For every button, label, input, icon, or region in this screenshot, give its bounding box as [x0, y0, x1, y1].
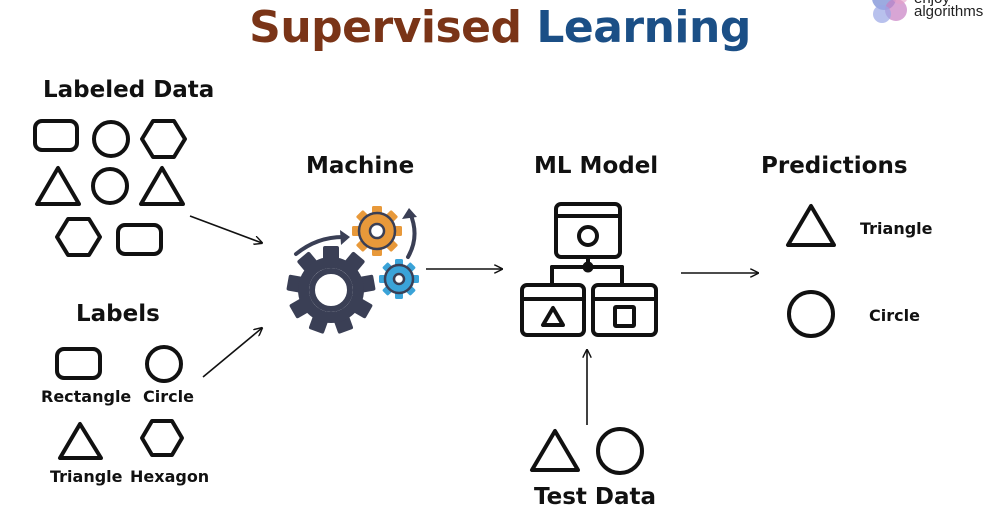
hexagon-icon	[140, 119, 187, 159]
triangle-icon	[58, 422, 103, 460]
ml-model-icon	[520, 202, 658, 337]
logo-mark-icon	[872, 0, 907, 23]
prediction-circle-label: Circle	[869, 306, 920, 325]
triangle-icon	[139, 166, 185, 206]
circle-icon	[92, 120, 130, 158]
rectangle-icon	[116, 223, 163, 256]
labeled-data-heading: Labeled Data	[43, 77, 215, 103]
predictions-heading: Predictions	[761, 153, 908, 179]
logo-line-2: algorithms	[914, 3, 984, 20]
test-circle-icon	[596, 427, 644, 475]
arrow-icon	[202, 328, 262, 378]
labels-heading: Labels	[76, 301, 160, 327]
ml-model-heading: ML Model	[534, 153, 659, 179]
label-circle: Circle	[143, 387, 194, 406]
prediction-triangle-label: Triangle	[860, 219, 933, 238]
logo-line-1: enjoy	[914, 0, 950, 6]
rectangle-icon	[55, 347, 102, 380]
label-rectangle: Rectangle	[41, 387, 132, 406]
hexagon-icon	[140, 419, 184, 457]
prediction-circle-icon	[787, 290, 835, 338]
arrow-icon	[189, 215, 262, 243]
test-triangle-icon	[530, 429, 580, 472]
page-title: Supervised Learning	[0, 2, 1000, 54]
triangle-icon	[35, 166, 81, 206]
circle-icon	[91, 167, 129, 205]
title-part-1: Supervised	[249, 2, 522, 53]
logo: enjoy algorithms	[866, 0, 1000, 28]
machine-heading: Machine	[306, 153, 415, 179]
label-triangle: Triangle	[50, 467, 123, 486]
title-part-2: Learning	[536, 2, 751, 53]
circle-icon	[145, 345, 183, 383]
hexagon-icon	[55, 217, 102, 257]
gears-icon	[286, 206, 419, 334]
label-hexagon: Hexagon	[130, 467, 210, 486]
prediction-triangle-icon	[786, 204, 836, 247]
rectangle-icon	[33, 119, 79, 152]
